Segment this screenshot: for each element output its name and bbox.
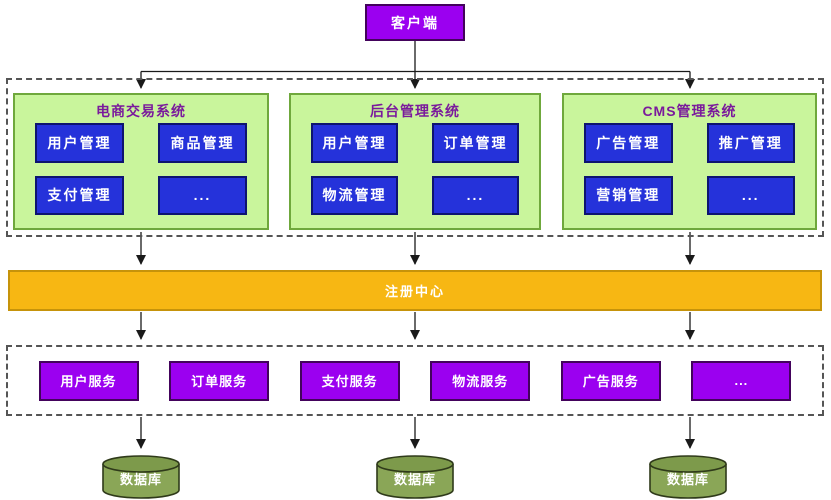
service-box-user[interactable]: 用户服务 <box>38 360 139 401</box>
database-cylinder-icon <box>376 455 454 499</box>
client-label: 客户端 <box>391 14 439 31</box>
module-box-logistics-mgmt[interactable]: 物流管理 <box>311 175 398 215</box>
panel-title: 电商交易系统 <box>96 103 186 119</box>
module-grid: 用户管理 订单管理 物流管理 ... <box>291 119 539 228</box>
database-node-left[interactable]: 数据库 <box>99 454 183 500</box>
registry-center-bar[interactable]: 注册中心 <box>8 270 822 311</box>
client-node[interactable]: 客户端 <box>365 4 465 41</box>
service-box-logistics[interactable]: 物流服务 <box>430 360 531 401</box>
database-label: 数据库 <box>119 472 162 487</box>
system-panel-cms[interactable]: CMS管理系统 广告管理 推广管理 营销管理 ... <box>562 93 817 230</box>
module-box-promotion-mgmt[interactable]: 推广管理 <box>706 123 795 163</box>
panel-title: CMS管理系统 <box>642 103 737 119</box>
registry-label: 注册中心 <box>384 284 445 299</box>
database-label: 数据库 <box>666 472 709 487</box>
module-box-payment-mgmt[interactable]: 支付管理 <box>35 175 124 215</box>
module-box-marketing-mgmt[interactable]: 营销管理 <box>584 175 673 215</box>
service-box-more[interactable]: ... <box>691 360 792 401</box>
panel-title: 后台管理系统 <box>370 103 460 119</box>
module-box-user-mgmt[interactable]: 用户管理 <box>311 123 398 163</box>
services-container: 用户服务 订单服务 支付服务 物流服务 广告服务 ... <box>6 345 824 416</box>
service-box-order[interactable]: 订单服务 <box>169 360 270 401</box>
database-cylinder-icon <box>102 455 180 499</box>
module-box-user-mgmt[interactable]: 用户管理 <box>35 123 124 163</box>
module-box-more[interactable]: ... <box>432 175 519 215</box>
module-box-order-mgmt[interactable]: 订单管理 <box>432 123 519 163</box>
database-node-middle[interactable]: 数据库 <box>373 454 457 500</box>
service-box-ad[interactable]: 广告服务 <box>560 360 661 401</box>
system-panel-backend-admin[interactable]: 后台管理系统 用户管理 订单管理 物流管理 ... <box>289 93 541 230</box>
module-grid: 广告管理 推广管理 营销管理 ... <box>564 119 815 228</box>
module-box-product-mgmt[interactable]: 商品管理 <box>158 123 247 163</box>
module-box-more[interactable]: ... <box>158 175 247 215</box>
module-box-ad-mgmt[interactable]: 广告管理 <box>584 123 673 163</box>
systems-container <box>6 78 824 237</box>
module-box-more[interactable]: ... <box>706 175 795 215</box>
database-cylinder-icon <box>649 455 727 499</box>
module-grid: 用户管理 商品管理 支付管理 ... <box>15 119 267 228</box>
system-panel-ecommerce-trade[interactable]: 电商交易系统 用户管理 商品管理 支付管理 ... <box>13 93 269 230</box>
database-label: 数据库 <box>393 472 436 487</box>
database-node-right[interactable]: 数据库 <box>646 454 730 500</box>
service-box-payment[interactable]: 支付服务 <box>299 360 400 401</box>
